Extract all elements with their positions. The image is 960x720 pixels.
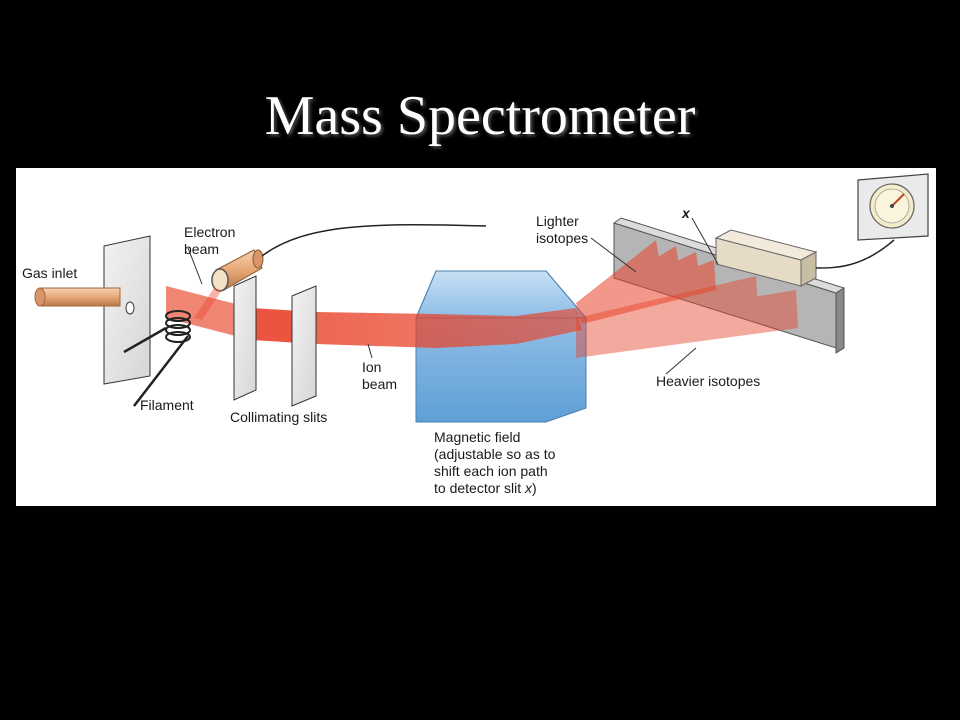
filament-coil-icon xyxy=(123,310,191,407)
heavier-isotope-beams xyxy=(576,276,798,358)
slide-title: Mass Spectrometer xyxy=(264,85,696,147)
label-ion-beam-line-1: Ion xyxy=(362,359,381,375)
detector-box xyxy=(714,229,818,287)
lighter-isotope-beams xyxy=(576,240,716,324)
leader-lines xyxy=(187,217,719,375)
label-filament: Filament xyxy=(140,397,194,413)
label-electron-beam-line-2: beam xyxy=(184,241,219,257)
label-detector-slit-x: x xyxy=(681,205,691,221)
label-collimating-slits: Collimating slits xyxy=(230,409,327,425)
gas-inlet-pipe xyxy=(34,287,121,307)
label-gas-inlet: Gas inlet xyxy=(22,265,77,281)
label-magnetic-field-line-2: (adjustable so as to xyxy=(434,446,556,462)
gauge-icon xyxy=(815,173,929,269)
magnet xyxy=(415,270,588,423)
label-electron-beam-line-1: Electron xyxy=(184,224,235,240)
label-magnetic-field-x: x xyxy=(524,480,533,496)
label-magnetic-field-line-1: Magnetic field xyxy=(434,429,520,445)
collimating-slit-plate-2 xyxy=(291,285,317,407)
label-lighter-isotopes-line-1: Lighter xyxy=(536,213,579,229)
mass-spectrometer-diagram: Gas inlet Electron beam Filament Collima… xyxy=(16,168,936,506)
label-heavier-isotopes: Heavier isotopes xyxy=(656,373,760,389)
collimating-slit-plate-1 xyxy=(233,275,257,401)
ion-beam xyxy=(166,286,582,348)
label-magnetic-field-line-3: shift each ion path xyxy=(434,463,548,479)
label-magnetic-field-line-4: to detector slit x) xyxy=(434,480,537,496)
label-ion-beam-line-2: beam xyxy=(362,376,397,392)
electron-gun-icon xyxy=(194,224,487,320)
label-magnetic-field-line-4-text: to detector slit xyxy=(434,480,525,496)
label-lighter-isotopes-line-2: isotopes xyxy=(536,230,588,246)
label-magnetic-field-close: ) xyxy=(532,480,537,496)
inlet-plate xyxy=(103,235,151,385)
